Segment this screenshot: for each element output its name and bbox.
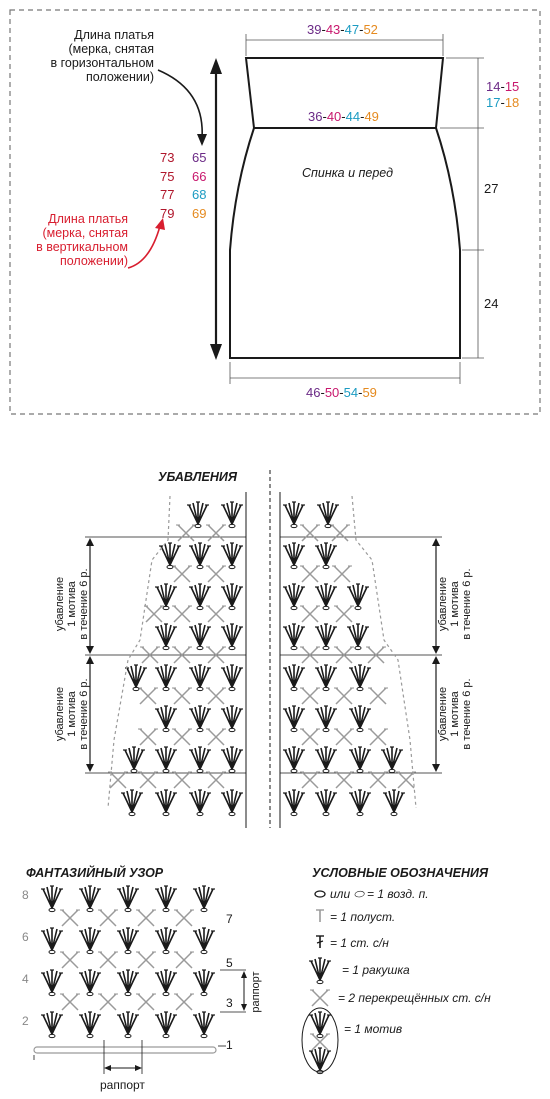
note-vertical: Длина платья (мерка, снятая в вертикальн…	[36, 212, 128, 268]
shell-icon	[308, 957, 332, 985]
row-number-1: 1	[226, 1038, 233, 1052]
legend-slip: = 1 полуст.	[330, 910, 396, 924]
note-horizontal: Длина платья (мерка, снятая в горизонтал…	[50, 28, 154, 84]
horizontal-note-arrow	[157, 69, 203, 139]
piece-label: Спинка и перед	[302, 166, 393, 180]
legend-title: УСЛОВНЫЕ ОБОЗНАЧЕНИЯ	[312, 866, 489, 880]
row-number-6: 6	[22, 930, 29, 944]
decrease-left-motifs	[107, 501, 244, 817]
upper-height-label: 27	[484, 181, 499, 196]
garment-outline	[229, 57, 461, 359]
motif-icon	[301, 1007, 339, 1075]
pattern-motifs	[33, 885, 217, 1054]
row-number-3: 3	[226, 996, 233, 1010]
lower-height-label: 24	[484, 296, 499, 311]
legend-chain: или ⬭ = 1 возд. п.	[330, 887, 429, 901]
yoke-height-label: 14-15 17-18	[486, 79, 520, 110]
repeat-label: раппорт	[100, 1078, 145, 1092]
schematic-svg	[9, 9, 541, 415]
bottom-width-label: 46-50-54-59	[306, 385, 377, 400]
row-number-4: 4	[22, 972, 29, 986]
top-width-label: 39-43-47-52	[307, 22, 378, 37]
pattern-title: ФАНТАЗИЙНЫЙ УЗОР	[26, 866, 164, 880]
vertical-note-arrow	[127, 225, 161, 269]
decreases-title: УБАВЛЕНИЯ	[158, 470, 237, 484]
single-crochet-icon	[316, 935, 324, 948]
lengths-left: 73 75 77 79	[160, 150, 175, 221]
legend-motif: = 1 мотив	[344, 1022, 403, 1036]
legend-shell: = 1 ракушка	[342, 963, 410, 977]
legend-single-crochet: = 1 ст. с/н	[330, 936, 389, 950]
dashed-frame	[9, 9, 541, 415]
row-number-2: 2	[22, 1014, 29, 1028]
crossed-stitches-icon	[309, 989, 331, 1007]
row-number-7: 7	[226, 912, 233, 926]
lengths-right: 65 66 68 69	[192, 150, 207, 221]
foundation-chain	[33, 1046, 217, 1054]
repeat-vertical-label: раппорт	[250, 971, 262, 1013]
legend-crossed: = 2 перекрещённых ст. с/н	[338, 991, 491, 1005]
row-number-8: 8	[22, 888, 29, 902]
chain-stitch-icon	[314, 890, 326, 898]
slip-stitch-icon	[316, 909, 324, 922]
decrease-right-motifs	[282, 501, 417, 817]
waist-width-label: 36-40-44-49	[308, 109, 379, 124]
row-number-5: 5	[226, 956, 233, 970]
